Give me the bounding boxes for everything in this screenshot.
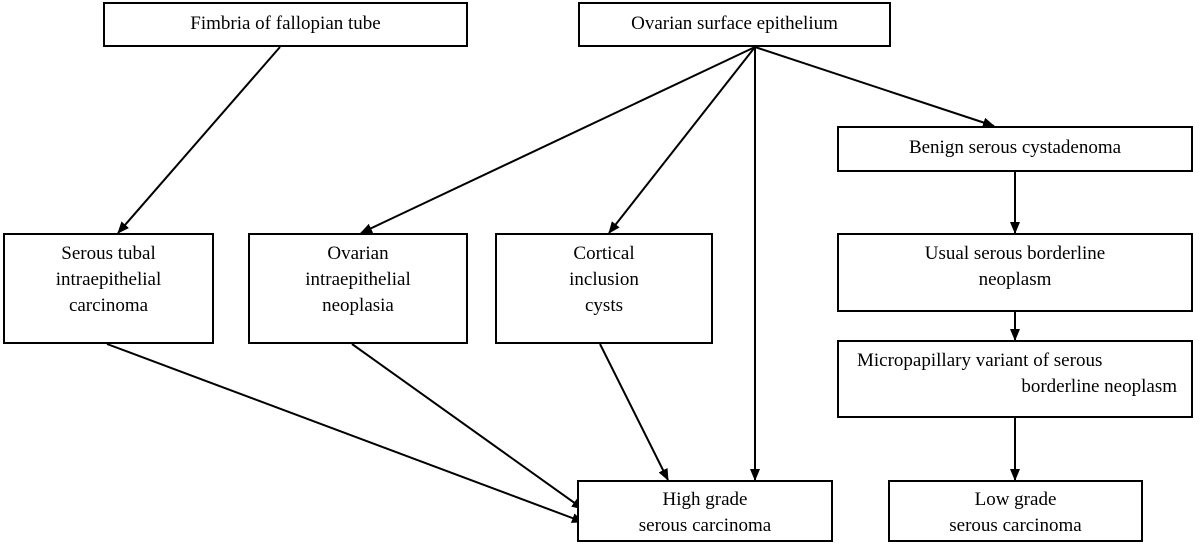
node-cortical-inclusion-cysts: Cortical inclusion cysts bbox=[495, 233, 713, 344]
node-cic-line-2: inclusion bbox=[569, 269, 639, 290]
node-hgsc-line-1: High grade bbox=[662, 489, 748, 510]
node-oin-line-3: neoplasia bbox=[322, 295, 394, 316]
node-fimbria-line-1: Fimbria of fallopian tube bbox=[190, 13, 381, 34]
node-cic-line-3: cysts bbox=[585, 295, 623, 316]
node-usbn-line-2: neoplasm bbox=[978, 269, 1052, 290]
node-mpv-line-1: Micropapillary variant of serous bbox=[857, 350, 1103, 371]
arrow-ose-to-oin bbox=[360, 46, 756, 234]
node-ovarian-intraepithelial-neoplasia: Ovarian intraepithelial neoplasia bbox=[248, 233, 468, 344]
arrow-stic-to-hgsc bbox=[106, 343, 584, 523]
node-ovarian-surface-epithelium: Ovarian surface epithelium bbox=[578, 2, 891, 47]
node-ose-line-1: Ovarian surface epithelium bbox=[631, 13, 838, 34]
arrow-ose-to-bsc bbox=[754, 46, 995, 128]
node-usual-serous-borderline-neoplasm: Usual serous borderline neoplasm bbox=[837, 233, 1193, 312]
node-bsc-line-1: Benign serous cystadenoma bbox=[908, 137, 1122, 158]
arrow-fimbria-to-stic bbox=[117, 46, 281, 234]
arrow-oin-to-hgsc bbox=[351, 343, 584, 510]
node-stic-line-1: Serous tubal bbox=[61, 243, 156, 264]
node-lgsc-line-2: serous carcinoma bbox=[949, 515, 1082, 536]
node-stic-line-2: intraepithelial bbox=[55, 269, 162, 290]
node-stic-line-3: carcinoma bbox=[68, 295, 149, 316]
node-high-grade-serous-carcinoma: High grade serous carcinoma bbox=[577, 480, 833, 542]
arrow-cic-to-hgsc bbox=[599, 343, 669, 481]
node-mpv-line-2: borderline neoplasm bbox=[1021, 376, 1177, 397]
node-benign-serous-cystadenoma: Benign serous cystadenoma bbox=[837, 126, 1193, 172]
node-usbn-line-1: Usual serous borderline bbox=[924, 243, 1106, 264]
node-micropapillary-variant: Micropapillary variant of serous borderl… bbox=[837, 340, 1193, 418]
node-fimbria: Fimbria of fallopian tube bbox=[103, 2, 468, 47]
node-cic-line-1: Cortical bbox=[573, 243, 635, 264]
node-oin-line-1: Ovarian bbox=[327, 243, 389, 264]
node-lgsc-line-1: Low grade bbox=[974, 489, 1057, 510]
node-hgsc-line-2: serous carcinoma bbox=[638, 515, 772, 536]
node-oin-line-2: intraepithelial bbox=[305, 269, 411, 290]
node-serous-tubal-intraepithelial-carcinoma: Serous tubal intraepithelial carcinoma bbox=[3, 233, 214, 344]
node-low-grade-serous-carcinoma: Low grade serous carcinoma bbox=[888, 480, 1143, 542]
arrow-ose-to-cic bbox=[608, 46, 756, 234]
